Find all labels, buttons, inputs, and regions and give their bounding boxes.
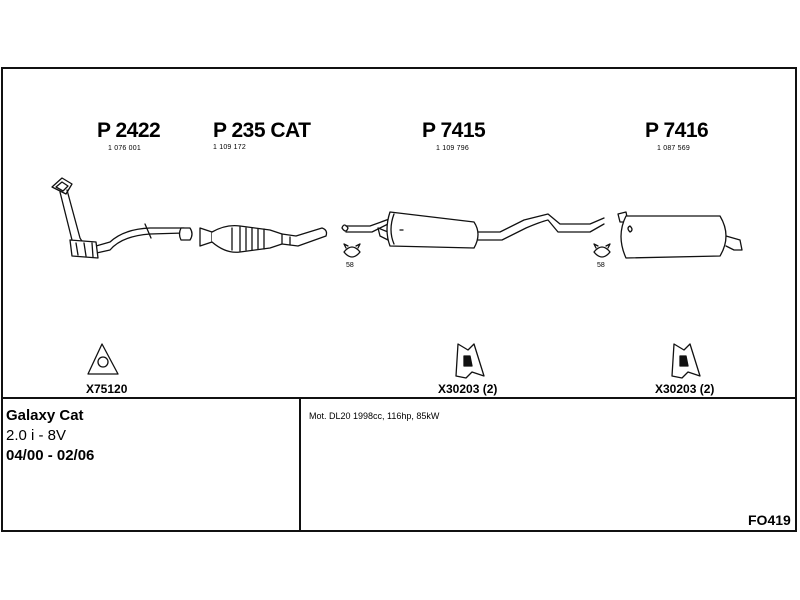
gasket-label-mount-right: X30203 (2) [655, 382, 715, 396]
part-sub-front-pipe: 1 076 001 [108, 145, 141, 152]
middle-silencer-drawing [341, 211, 605, 249]
diagram-frame [1, 67, 797, 532]
motor-spec: Mot. DL20 1998cc, 116hp, 85kW [309, 411, 440, 421]
clamp-label-left: 58 [346, 262, 354, 269]
vehicle-model: Galaxy Cat [6, 407, 84, 424]
part-sub-middle-silencer: 1 109 796 [436, 145, 469, 152]
part-number-front-pipe: P 2422 [97, 119, 161, 142]
clamp-right-drawing [593, 243, 611, 258]
catalog-code: FO419 [748, 512, 791, 528]
clamp-left-drawing [343, 243, 361, 258]
divider-vertical [299, 398, 301, 532]
rear-silencer-drawing [617, 211, 743, 259]
gasket-label-mount-left: X30203 (2) [438, 382, 498, 396]
catalyst-drawing [199, 224, 328, 253]
part-number-catalyst: P 235 CAT [213, 119, 311, 142]
vehicle-years: 04/00 - 02/06 [6, 447, 95, 464]
part-number-rear-silencer: P 7416 [645, 119, 709, 142]
front-pipe-drawing [51, 177, 193, 259]
part-sub-catalyst: 1 109 172 [213, 144, 246, 151]
part-number-middle-silencer: P 7415 [422, 119, 486, 142]
vehicle-engine: 2.0 i - 8V [6, 427, 67, 444]
rubber-mount-right-drawing [671, 343, 701, 379]
part-sub-rear-silencer: 1 087 569 [657, 145, 690, 152]
triangle-gasket-drawing [87, 343, 119, 375]
rubber-mount-left-drawing [455, 343, 485, 379]
gasket-label-triangle: X75120 [86, 382, 128, 396]
clamp-label-right: 58 [597, 262, 605, 269]
divider-horizontal [1, 397, 797, 399]
